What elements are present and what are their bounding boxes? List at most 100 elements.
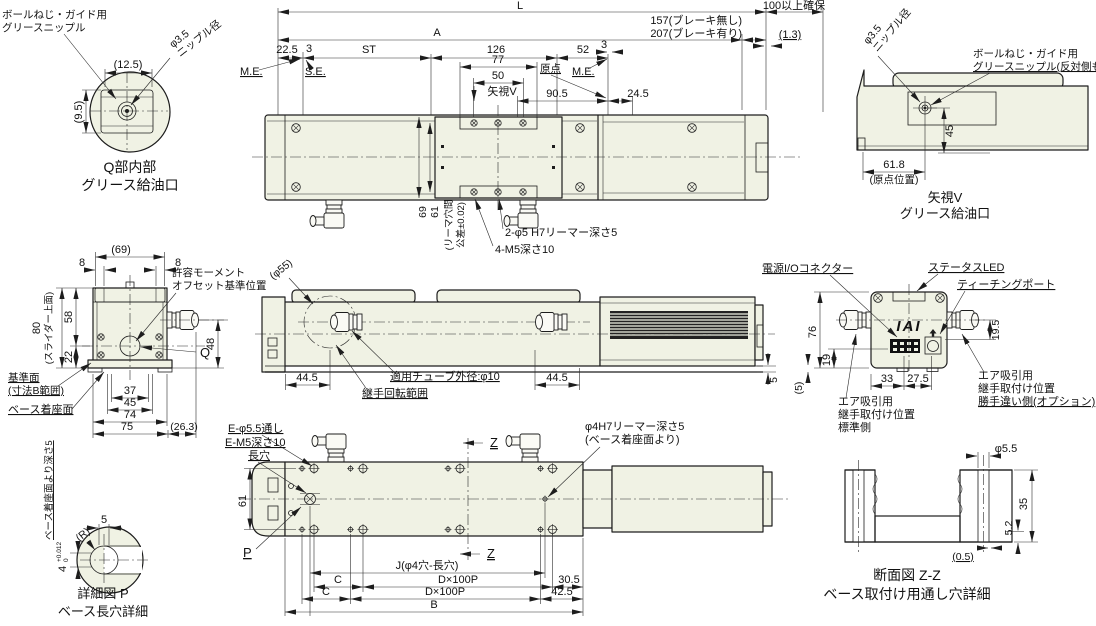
dim-j: J(φ4穴-長穴) [396, 558, 459, 572]
section-z-mark-bottom: Z [487, 546, 495, 561]
dim-8-left: 8 [79, 257, 85, 269]
seat-label: ベース着座面 [8, 402, 73, 416]
dim-76: 76 [807, 326, 819, 338]
side-view: (φ55) 44.5 44.5 適用チューブ外径:φ10 継手回転範囲 5 [255, 257, 780, 400]
dim-4: 4 [57, 566, 69, 572]
dim-90-5: 90.5 [546, 88, 567, 100]
label-p: P [243, 545, 252, 560]
dim-24-5: 24.5 [627, 88, 648, 100]
dim-80: 80 [31, 322, 43, 334]
dim-0-5: (0.5) [952, 551, 974, 563]
section-zz-view: φ5.5 35 5.2 (0.5) 断面図 Z-Z ベース取付け用通し穴詳細 [823, 443, 1038, 602]
status-led-label: ステータスLED [928, 261, 1004, 274]
label-e55: E-φ5.5通し [228, 422, 283, 435]
dim-45: 45 [944, 125, 956, 137]
detail-q-bubble [89, 71, 171, 153]
dim-48: 48 [205, 338, 217, 350]
view-v-title-1: 矢視V [928, 190, 963, 205]
air-std-label-3: 標準側 [838, 420, 871, 434]
air-std-label-1: エア吸引用 [838, 394, 893, 408]
air-fitting-side-left [330, 312, 363, 332]
depth-note: ベース着座面より深さ5 [43, 440, 55, 540]
air-fitting-plan-left [309, 199, 345, 229]
front-dimensions: (69) 8 8 80 (スライダー上面) 58 22 48 Q 許容モーメント… [8, 244, 267, 438]
tol-upper: +0.012 [56, 542, 63, 562]
label-origin: 原点 [540, 63, 561, 75]
datum-label-1: 基準面 [8, 371, 40, 384]
dim-phi55: (φ55) [267, 257, 294, 282]
dim-9-5: (9.5) [73, 101, 85, 124]
dim-phi-5-5: φ5.5 [995, 443, 1017, 455]
nipple-note-2: グリースニップル(反対側も同様) [973, 60, 1096, 73]
dim-45f: 45 [124, 397, 136, 409]
label-reamer-2: (ベース着座面より) [585, 432, 680, 446]
dim-22: 22 [63, 351, 75, 363]
dim-3-left: 3 [306, 43, 312, 55]
dim-L: L [517, 0, 523, 12]
label-q: Q [200, 345, 210, 360]
bottom-dimensions: Z Z E-φ5.5通し E-M5深さ10 長穴 P 61 φ4H7リーマー深さ… [225, 420, 684, 616]
motor-fins [610, 311, 748, 339]
grease-nipple-label-2: グリースニップル [2, 21, 85, 34]
dim-26-3: (26.3) [170, 421, 197, 433]
view-v-title-2: グリース給油口 [900, 206, 990, 221]
label-em5: E-M5深さ10 [225, 436, 286, 449]
label-se: S.E. [305, 66, 326, 78]
rear-view: IAI 電源I/Oコネクター ステータスLED ティーチングポート 76 19 … [762, 261, 1095, 434]
dim-61-vert: 61 [429, 206, 441, 218]
dim-50: 50 [492, 70, 504, 82]
dim-5-2: 5.2 [1003, 521, 1015, 536]
nipple-dia-label-v: φ3.5 ニップル径 [861, 5, 913, 54]
section-zz-title-1: 断面図 Z-Z [873, 567, 941, 583]
dim-69-vert: 69 [417, 206, 429, 218]
power-connector-label: 電源I/Oコネクター [762, 261, 853, 275]
label-reamer-holes: 2-φ5 H7リーマー深さ5 [505, 226, 617, 239]
slider-plan [434, 116, 563, 199]
front-view: (69) 8 8 80 (スライダー上面) 58 22 48 Q 許容モーメント… [8, 244, 267, 438]
dim-clearance: 100以上確保 [763, 0, 825, 12]
label-origin-position: (原点位置) [870, 173, 919, 186]
dim-5-slot: 5 [101, 514, 107, 526]
section-zz-dimensions: φ5.5 35 5.2 (0.5) [952, 443, 1038, 563]
air-fitting-plan-right [503, 199, 539, 229]
reamer-tolerance-2: 公差±0.02) [455, 202, 467, 248]
dim-74: 74 [124, 409, 136, 421]
dim-c1: C [334, 574, 342, 586]
iai-logo: IAI [896, 318, 921, 335]
dim-80-note: (スライダー上面) [43, 292, 55, 364]
dim-44-5-left: 44.5 [296, 372, 317, 384]
dim-37: 37 [124, 385, 136, 397]
teaching-port [924, 336, 942, 355]
dim-35: 35 [1018, 498, 1030, 510]
dim-brake-yes: 207(ブレーキ有り) [650, 26, 742, 40]
plan-dimensions: L 100以上確保 A 157(ブレーキ無し) 207(ブレーキ有り) (1.3… [240, 0, 825, 256]
tol-lower: 0 [63, 558, 70, 562]
section-bottom-plate [874, 515, 961, 543]
label-view-v-arrow: 矢視V [487, 84, 517, 98]
dim-4-tolerance: 4 +0.012 0 [56, 542, 70, 572]
detail-q-view: (12.5) (9.5) ボールねじ・ガイド用 グリースニップル φ3.5 ニッ… [2, 9, 224, 193]
label-me-right: M.E. [572, 66, 595, 78]
air-fitting-bottom-right [505, 433, 541, 463]
teaching-port-label: ティーチングポート [957, 277, 1055, 291]
power-io-connector [890, 339, 920, 353]
detail-q-title-2: グリース給油口 [81, 177, 178, 193]
dim-8-right: 8 [175, 257, 181, 269]
fitting-rotation-label: 継手回転範囲 [362, 386, 428, 400]
label-em5-slot: 長穴 [248, 448, 270, 462]
dim-58: 58 [63, 311, 75, 323]
moment-label-1: 許容モーメント [172, 266, 245, 279]
dim-126: 126 [487, 44, 505, 56]
detail-p-title-1: 詳細図 P [77, 586, 128, 601]
nipple-note-1: ボールねじ・ガイド用 [973, 48, 1078, 60]
dim-27-5: 27.5 [907, 373, 928, 385]
side-dimensions: (φ55) 44.5 44.5 適用チューブ外径:φ10 継手回転範囲 5 [267, 257, 780, 400]
detail-q-title-1: Q部内部 [104, 159, 157, 175]
dim-61-bottom: 61 [237, 495, 249, 507]
dim-5-rear: (5) [793, 382, 805, 395]
grease-nipple-label-1: ボールねじ・ガイド用 [2, 9, 107, 21]
dim-61-8: 61.8 [883, 159, 904, 171]
air-fitting-bottom-left [311, 433, 347, 463]
dim-12-5: (12.5) [114, 59, 143, 71]
dim-19: 19 [821, 354, 833, 366]
